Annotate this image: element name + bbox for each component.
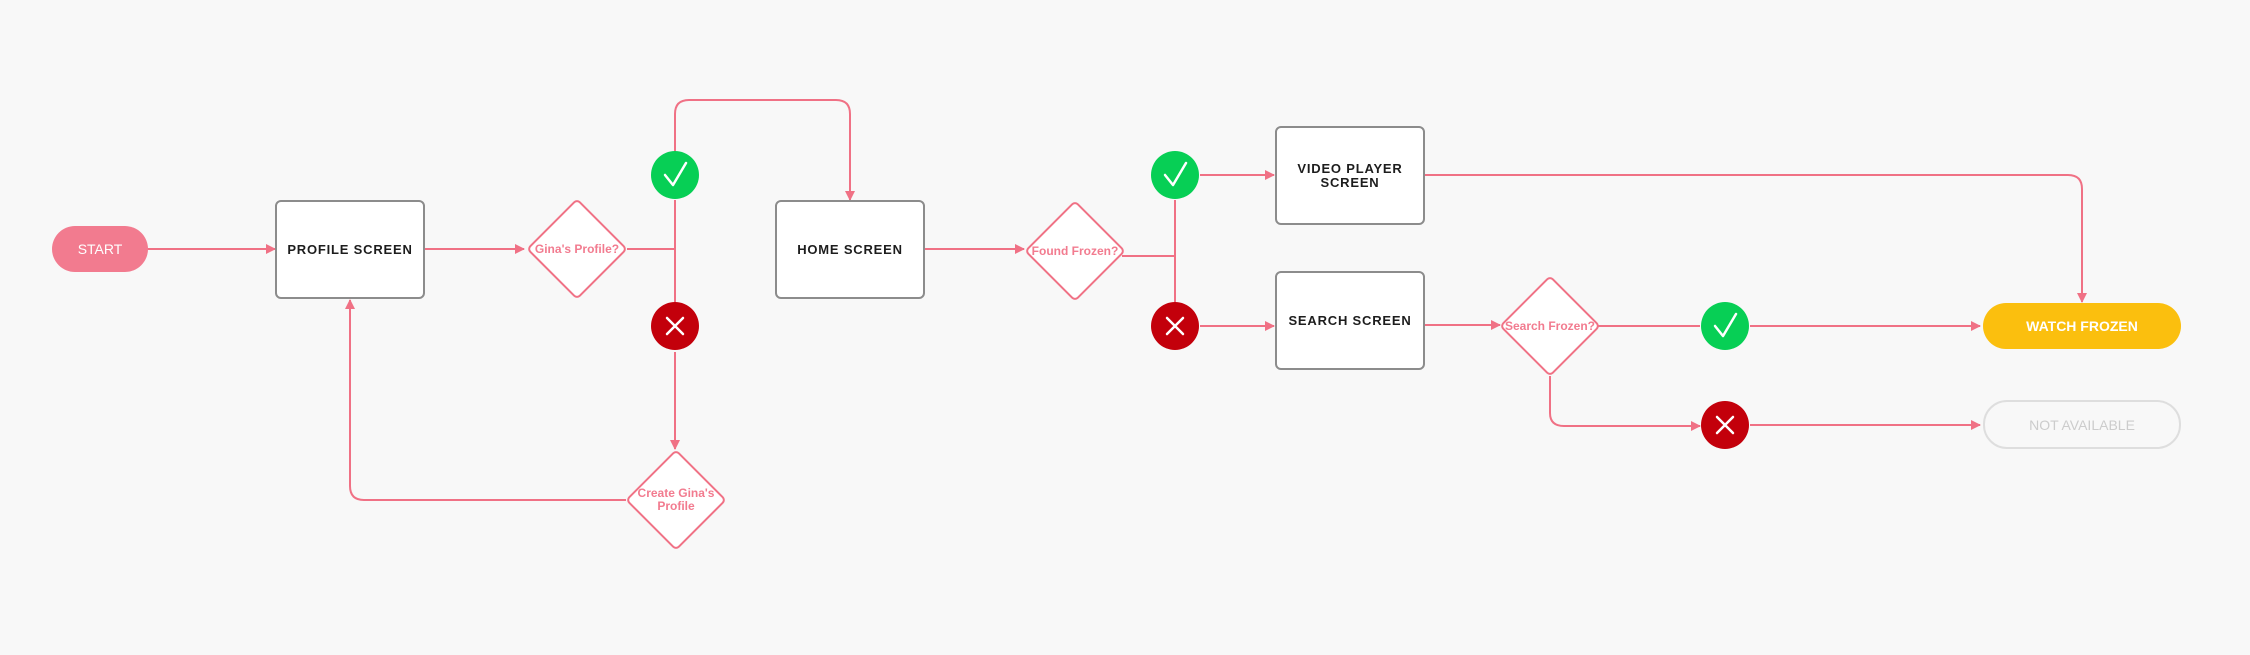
- found-frozen-label: Found Frozen?: [1031, 243, 1119, 258]
- connector-gina-yes-to-home: [674, 99, 855, 201]
- ginas-profile-label: Gina's Profile?: [534, 241, 620, 256]
- connector-search-no-to-cross: [1549, 376, 1701, 431]
- start-node: START: [52, 226, 148, 272]
- search-frozen-label: Search Frozen?: [1504, 318, 1596, 333]
- decision-ginas-profile: [528, 200, 626, 298]
- decision-found-frozen: [1026, 202, 1124, 300]
- cross-icon: [1701, 401, 1749, 449]
- home-screen-node: HOME SCREEN: [775, 200, 925, 299]
- not-available-node: NOT AVAILABLE: [1983, 400, 2181, 449]
- video-player-screen-node: VIDEO PLAYER SCREEN: [1275, 126, 1425, 225]
- check-icon: [1701, 302, 1749, 350]
- cross-icon: [651, 302, 699, 350]
- profile-screen-node: PROFILE SCREEN: [275, 200, 425, 299]
- cross-icon: [1151, 302, 1199, 350]
- create-ginas-profile-label: Create Gina's Profile: [637, 486, 715, 513]
- search-screen-node: SEARCH SCREEN: [1275, 271, 1425, 370]
- connector-create-to-profile: [345, 299, 626, 501]
- decision-search-frozen: [1501, 277, 1599, 375]
- decision-create-ginas-profile: [627, 451, 725, 549]
- connector-video-to-watch: [1424, 174, 2087, 303]
- check-icon: [1151, 151, 1199, 199]
- watch-frozen-node: WATCH FROZEN: [1983, 303, 2181, 349]
- check-icon: [651, 151, 699, 199]
